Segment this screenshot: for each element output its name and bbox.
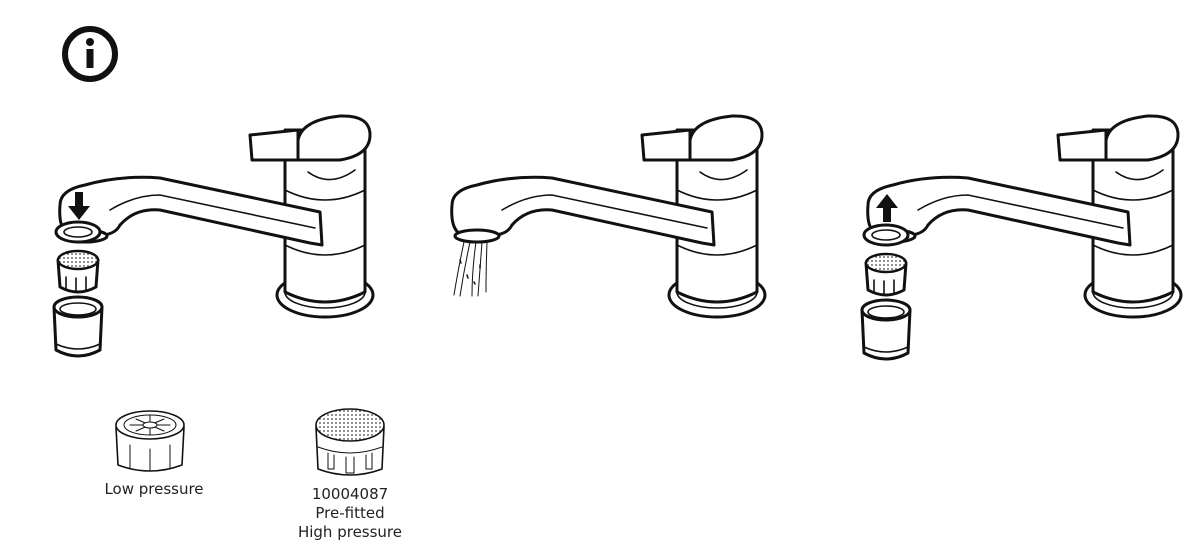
high-pressure-insert	[310, 405, 390, 480]
info-circle-icon	[60, 24, 120, 84]
step-3-refit-aerator	[848, 60, 1195, 361]
arrow-up-icon	[876, 194, 898, 222]
part-number: 10004087	[311, 485, 389, 503]
arrow-down-icon	[68, 192, 90, 220]
high-pressure-label: 10004087 Pre-fitted High pressure	[280, 485, 420, 542]
water-stream-icon	[453, 241, 488, 297]
prefitted-note: Pre-fitted	[315, 504, 385, 522]
faucet-illustration	[450, 114, 767, 319]
aerator-parts-exploded	[860, 223, 912, 361]
pressure-type: High pressure	[297, 523, 403, 541]
faucet-illustration	[866, 114, 1183, 319]
aerator-high-pressure-icon	[315, 408, 385, 476]
faucet-illustration	[58, 114, 375, 319]
step-2-flush-water	[432, 60, 792, 360]
step-1-remove-aerator	[40, 60, 400, 360]
aerator-low-pressure-icon	[115, 410, 185, 472]
low-pressure-insert	[110, 405, 190, 475]
low-pressure-label: Low pressure	[104, 480, 204, 498]
